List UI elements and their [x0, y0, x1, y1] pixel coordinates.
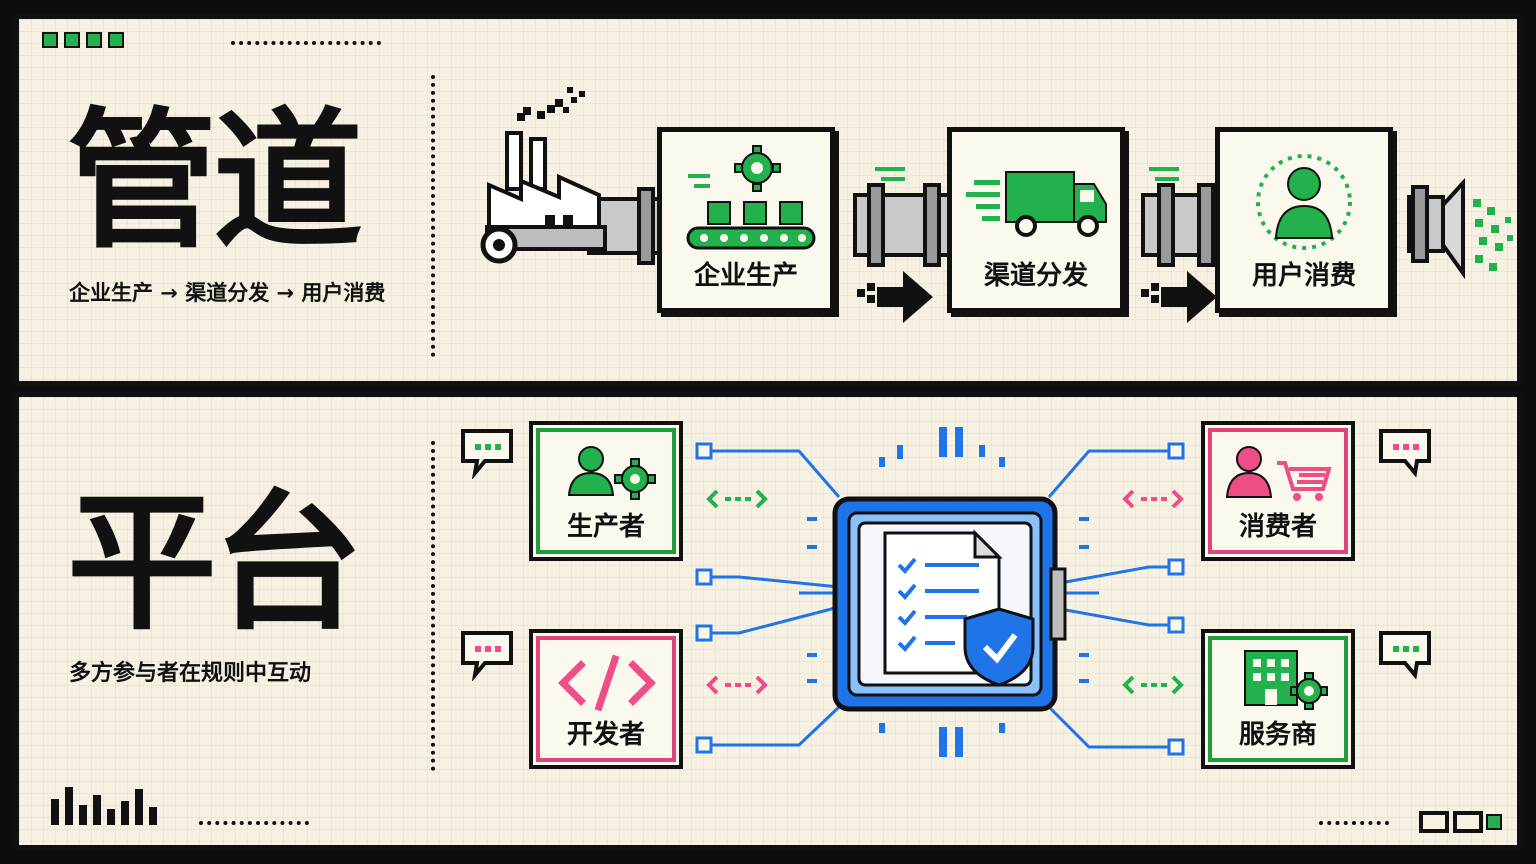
- bar-graph-decoration: [45, 779, 195, 833]
- pipeline-title: 管道: [67, 95, 363, 269]
- double-arrow-icon: [705, 673, 769, 701]
- motion-lines-decoration: [1149, 165, 1189, 193]
- stage-consumption-label: 用户消费: [1251, 261, 1356, 291]
- stage-production-label: 企业生产: [693, 261, 798, 291]
- dotted-line-decoration: [1319, 821, 1389, 825]
- actor-service-provider: 服务商: [1201, 629, 1355, 769]
- arrow-right-icon: [1139, 267, 1221, 331]
- stage-consumption: 用户消费: [1215, 127, 1393, 313]
- double-arrow-icon: [705, 487, 769, 515]
- dotted-line-decoration: [199, 821, 309, 825]
- actor-developer: 开发者: [529, 629, 683, 769]
- platform-hub: [829, 493, 1073, 723]
- actor-service-provider-label: 服务商: [1238, 720, 1317, 750]
- stage-distribution-label: 渠道分发: [983, 261, 1088, 291]
- stage-distribution: 渠道分发: [947, 127, 1125, 313]
- divider-dotted: [431, 75, 435, 357]
- user-cart-icon: [1205, 425, 1351, 515]
- delivery-truck-icon: [952, 132, 1120, 256]
- conveyor-gear-icon: [662, 132, 830, 256]
- arrow-right-icon: [855, 267, 937, 331]
- pipeline-panel: 管道 企业生产 → 渠道分发 → 用户消费: [14, 14, 1522, 386]
- motion-lines-decoration: [875, 165, 915, 193]
- checklist-shield-icon: [883, 529, 1035, 687]
- corner-squares-decoration: [1419, 809, 1509, 841]
- dotted-line-decoration: [231, 41, 381, 45]
- factory-icon: [480, 87, 607, 264]
- user-icon: [1220, 132, 1388, 256]
- user-gear-icon: [533, 425, 679, 515]
- network-connections: [439, 417, 1519, 791]
- pipeline-pipes: [459, 77, 1519, 341]
- pipeline-subtitle: 企业生产 → 渠道分发 → 用户消费: [69, 281, 386, 305]
- actor-consumer: 消费者: [1201, 421, 1355, 561]
- chat-bubble-icon: [459, 629, 513, 682]
- divider-dotted: [431, 441, 435, 771]
- actor-consumer-label: 消费者: [1238, 512, 1317, 542]
- platform-title: 平台: [67, 477, 363, 651]
- code-icon: [533, 633, 679, 723]
- chat-bubble-icon: [459, 427, 513, 480]
- platform-subtitle: 多方参与者在规则中互动: [69, 661, 312, 686]
- actor-producer: 生产者: [529, 421, 683, 561]
- chat-bubble-icon: [1377, 427, 1431, 478]
- actor-developer-label: 开发者: [566, 720, 645, 750]
- platform-panel: 平台 多方参与者在规则中互动: [14, 392, 1522, 850]
- corner-squares-decoration: [41, 29, 141, 57]
- stage-production: 企业生产: [657, 127, 835, 313]
- double-arrow-icon: [1121, 487, 1185, 515]
- building-gear-icon: [1205, 633, 1351, 723]
- chat-bubble-icon: [1377, 629, 1431, 680]
- actor-producer-label: 生产者: [566, 512, 645, 542]
- double-arrow-icon: [1121, 673, 1185, 701]
